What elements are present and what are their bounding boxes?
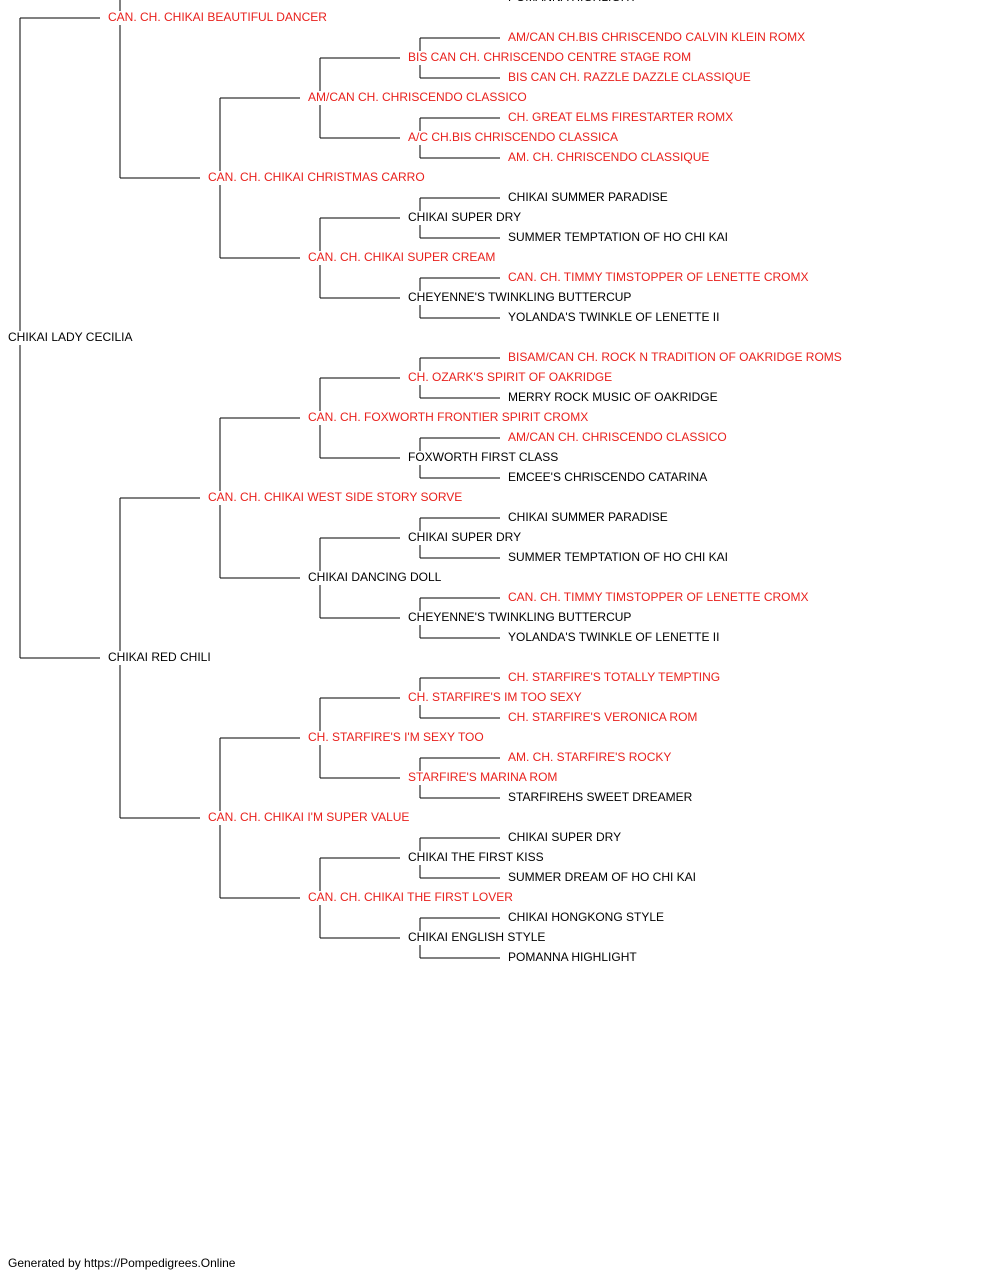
ancestor-name-gen5[interactable]: SUMMER TEMPTATION OF HO CHI KAI (508, 230, 728, 244)
ancestor-name-gen5[interactable]: AM/CAN CH. CHRISCENDO CLASSICO (508, 430, 727, 444)
ancestor-name-gen5[interactable]: CHIKAI SUMMER PARADISE (508, 510, 668, 524)
ancestor-name-gen3[interactable]: CAN. CH. CHIKAI SUPER CREAM (308, 250, 495, 264)
ancestor-name-gen2[interactable]: CAN. CH. CHIKAI CHRISTMAS CARRO (208, 170, 425, 184)
ancestor-name-gen5[interactable]: AM/CAN CH.BIS CHRISCENDO CALVIN KLEIN RO… (508, 30, 805, 44)
ancestor-name-gen5[interactable]: CH. STARFIRE'S VERONICA ROM (508, 710, 697, 724)
ancestor-name-gen4[interactable]: CHEYENNE'S TWINKLING BUTTERCUP (408, 610, 631, 624)
ancestor-name-gen2[interactable]: CAN. CH. CHIKAI WEST SIDE STORY SORVE (208, 490, 462, 504)
ancestor-name-gen4[interactable]: CHIKAI ENGLISH STYLE (408, 930, 545, 944)
ancestor-name-gen4[interactable]: CH. STARFIRE'S IM TOO SEXY (408, 690, 582, 704)
ancestor-name-gen4[interactable]: BIS CAN CH. CHRISCENDO CENTRE STAGE ROM (408, 50, 691, 64)
ancestor-name-gen5[interactable]: CH. GREAT ELMS FIRESTARTER ROMX (508, 110, 733, 124)
ancestor-name-gen4[interactable]: CHIKAI SUPER DRY (408, 210, 521, 224)
ancestor-name-gen5[interactable]: BISAM/CAN CH. ROCK N TRADITION OF OAKRID… (508, 350, 842, 364)
ancestor-name-gen5[interactable]: SUMMER TEMPTATION OF HO CHI KAI (508, 550, 728, 564)
ancestor-name-gen5[interactable]: MERRY ROCK MUSIC OF OAKRIDGE (508, 390, 718, 404)
ancestor-name-gen4[interactable]: CHIKAI THE FIRST KISS (408, 850, 544, 864)
ancestor-name-gen5[interactable]: POMANNA HIGHLIGHT (508, 950, 637, 964)
ancestor-name-gen4[interactable]: CHIKAI SUPER DRY (408, 530, 521, 544)
ancestor-name-gen4[interactable]: FOXWORTH FIRST CLASS (408, 450, 558, 464)
subject-dog-name[interactable]: CHIKAI LADY CECILIA (8, 330, 133, 344)
ancestor-name-gen4[interactable]: CH. OZARK'S SPIRIT OF OAKRIDGE (408, 370, 612, 384)
ancestor-name-gen4[interactable]: STARFIRE'S MARINA ROM (408, 770, 557, 784)
ancestor-name-gen3[interactable]: CHIKAI DANCING DOLL (308, 570, 442, 584)
ancestor-name-gen3[interactable]: CH. STARFIRE'S I'M SEXY TOO (308, 730, 484, 744)
ancestor-name-gen2[interactable]: CAN. CH. CHIKAI I'M SUPER VALUE (208, 810, 409, 824)
ancestor-name-gen5[interactable]: CAN. CH. TIMMY TIMSTOPPER OF LENETTE CRO… (508, 270, 808, 284)
ancestor-name-gen5[interactable]: SUMMER DREAM OF HO CHI KAI (508, 870, 696, 884)
ancestor-name-gen5[interactable]: POMANNA HIGHLIGHT (508, 0, 637, 4)
ancestor-name-gen5[interactable]: AM. CH. STARFIRE'S ROCKY (508, 750, 671, 764)
ancestor-name-gen4[interactable]: CHEYENNE'S TWINKLING BUTTERCUP (408, 290, 631, 304)
ancestor-name-gen3[interactable]: AM/CAN CH. CHRISCENDO CLASSICO (308, 90, 527, 104)
ancestor-name-gen5[interactable]: YOLANDA'S TWINKLE OF LENETTE II (508, 630, 719, 644)
ancestor-name-gen3[interactable]: CAN. CH. CHIKAI THE FIRST LOVER (308, 890, 513, 904)
ancestor-name-gen5[interactable]: BIS CAN CH. RAZZLE DAZZLE CLASSIQUE (508, 70, 751, 84)
ancestor-name-gen5[interactable]: CHIKAI SUPER DRY (508, 830, 621, 844)
ancestor-name-gen1[interactable]: CHIKAI RED CHILI (108, 650, 211, 664)
ancestor-name-gen5[interactable]: STARFIREHS SWEET DREAMER (508, 790, 693, 804)
ancestor-name-gen1[interactable]: CAN. CH. CHIKAI BEAUTIFUL DANCER (108, 10, 327, 24)
ancestor-name-gen5[interactable]: CHIKAI SUMMER PARADISE (508, 190, 668, 204)
ancestor-name-gen4[interactable]: A/C CH.BIS CHRISCENDO CLASSICA (408, 130, 618, 144)
ancestor-name-gen5[interactable]: AM. CH. CHRISCENDO CLASSIQUE (508, 150, 709, 164)
ancestor-name-gen5[interactable]: CH. STARFIRE'S TOTALLY TEMPTING (508, 670, 720, 684)
ancestor-name-gen3[interactable]: CAN. CH. FOXWORTH FRONTIER SPIRIT CROMX (308, 410, 588, 424)
ancestor-name-gen5[interactable]: YOLANDA'S TWINKLE OF LENETTE II (508, 310, 719, 324)
ancestor-name-gen5[interactable]: EMCEE'S CHRISCENDO CATARINA (508, 470, 707, 484)
ancestor-name-gen5[interactable]: CHIKAI HONGKONG STYLE (508, 910, 664, 924)
generated-by-footer: Generated by https://Pompedigrees.Online (8, 1256, 236, 1270)
ancestor-name-gen5[interactable]: CAN. CH. TIMMY TIMSTOPPER OF LENETTE CRO… (508, 590, 808, 604)
